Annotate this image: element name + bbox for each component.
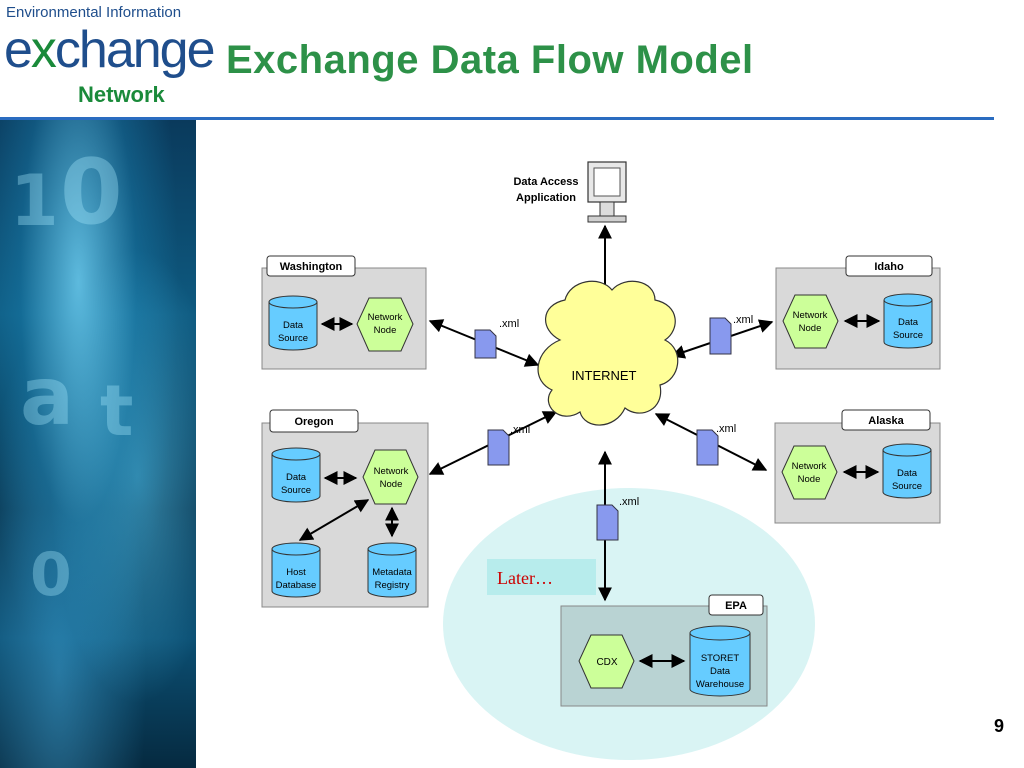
- xml-label-epa: .xml: [619, 496, 639, 508]
- data-access-label-1: Data Access: [513, 176, 578, 188]
- oregon-label: Oregon: [294, 416, 333, 428]
- xml-label-alaska: .xml: [716, 423, 736, 435]
- hexagon-icon: [782, 294, 839, 349]
- oregon-host-database-1: Host: [286, 567, 306, 578]
- hexagon-icon: [356, 297, 414, 352]
- hexagon-icon: [362, 449, 419, 505]
- later-label: Later…: [497, 568, 553, 588]
- data-access-label-2: Application: [516, 192, 576, 204]
- epa-storet-3: Warehouse: [696, 679, 744, 690]
- side-decorative-image: 1 0 a t 0: [0, 120, 196, 768]
- hexagon-icon: [578, 634, 635, 689]
- logo-main-text: exchange: [4, 20, 216, 80]
- xml-doc-idaho: [709, 317, 732, 355]
- oregon-network-node-2: Node: [380, 479, 403, 490]
- xml-doc-alaska: [696, 429, 719, 466]
- epa-cdx-label: CDX: [596, 657, 617, 668]
- title-rule: [0, 117, 994, 120]
- washington-label: Washington: [280, 261, 343, 273]
- oregon-box: Oregon Data Source Network Node Host Dat…: [261, 409, 429, 608]
- washington-data-source-2: Source: [278, 333, 308, 344]
- cylinder-icon: [271, 542, 321, 598]
- xml-label-idaho: .xml: [733, 314, 753, 326]
- oregon-network-node-1: Network: [374, 466, 409, 477]
- idaho-label: Idaho: [874, 261, 904, 273]
- idaho-data-source-2: Source: [893, 330, 923, 341]
- oregon-metadata-registry-2: Registry: [375, 580, 410, 591]
- oregon-data-source-2: Source: [281, 485, 311, 496]
- logo-top-text: Environmental Information: [6, 4, 182, 21]
- idaho-network-node-1: Network: [793, 310, 828, 321]
- epa-label: EPA: [725, 600, 747, 612]
- xml-doc-washington: [474, 329, 497, 359]
- idaho-network-node-2: Node: [799, 323, 822, 334]
- cylinder-icon: [268, 295, 318, 351]
- washington-network-node-2: Node: [374, 325, 397, 336]
- alaska-network-node-2: Node: [798, 474, 821, 485]
- page-number: 9: [994, 716, 1005, 736]
- internet-label: INTERNET: [572, 368, 637, 383]
- slide-title: Exchange Data Flow Model: [226, 38, 754, 82]
- later-label-box: [487, 559, 596, 595]
- logo-main-x: x: [30, 21, 57, 79]
- xml-label-washington: .xml: [499, 318, 519, 330]
- alaska-network-node-1: Network: [792, 461, 827, 472]
- xml-label-oregon: .xml: [510, 424, 530, 436]
- logo-sub-text: Network: [78, 82, 165, 107]
- computer-monitor-icon: [587, 161, 627, 223]
- alaska-data-source-1: Data: [897, 468, 918, 479]
- washington-box: Washington Data Source Network Node: [261, 255, 427, 370]
- epa-box: EPA CDX STORET Data Warehouse: [560, 594, 768, 707]
- epa-storet-2: Data: [710, 666, 731, 677]
- oregon-data-source-1: Data: [286, 472, 307, 483]
- alaska-label: Alaska: [868, 415, 904, 427]
- oregon-metadata-registry-1: Metadata: [372, 567, 412, 578]
- xml-doc-epa: [596, 504, 619, 541]
- cylinder-icon: [882, 443, 932, 499]
- hexagon-icon: [781, 445, 838, 500]
- cylinder-icon: [689, 625, 751, 697]
- washington-data-source-1: Data: [283, 320, 304, 331]
- logo-main-post: change: [54, 21, 216, 79]
- oregon-host-database-2: Database: [276, 580, 317, 591]
- logo-main-pre: e: [4, 21, 33, 79]
- idaho-data-source-1: Data: [898, 317, 919, 328]
- idaho-box: Idaho Network Node Data Source: [775, 255, 941, 370]
- xml-doc-oregon: [487, 429, 510, 466]
- epa-storet-1: STORET: [701, 653, 740, 664]
- alaska-box: Alaska Network Node Data Source: [774, 409, 941, 524]
- cylinder-icon: [271, 447, 321, 503]
- cylinder-icon: [367, 542, 417, 598]
- alaska-data-source-2: Source: [892, 481, 922, 492]
- cloud-icon: [537, 280, 679, 426]
- cylinder-icon: [883, 293, 933, 349]
- washington-network-node-1: Network: [368, 312, 403, 323]
